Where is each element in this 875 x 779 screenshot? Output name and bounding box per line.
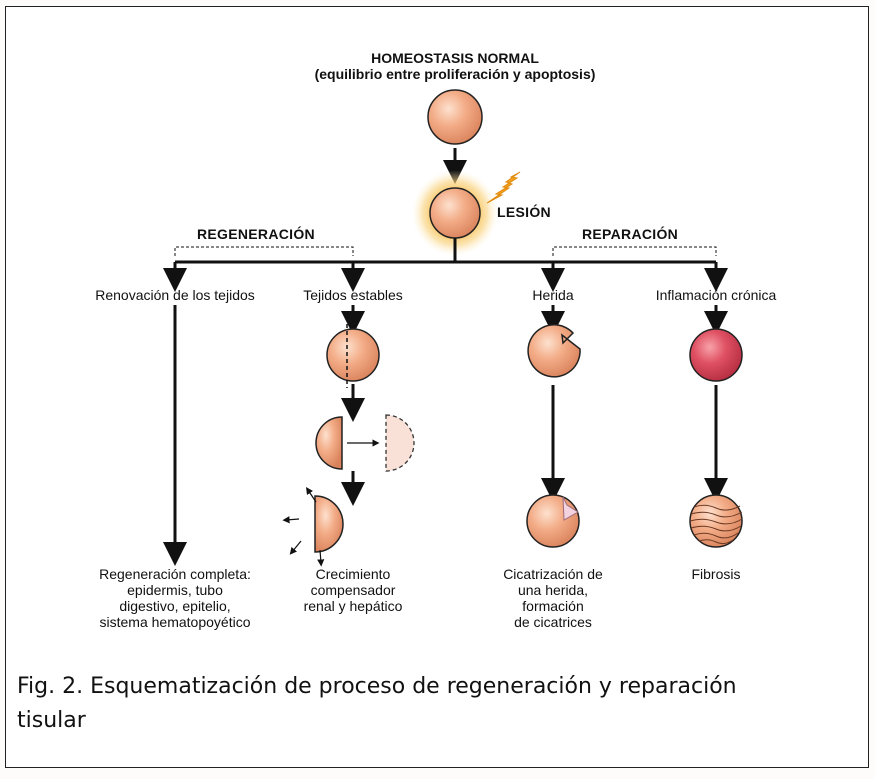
outcome-line: digestivo, epitelio, <box>119 598 231 614</box>
reparacion-label: REPARACIÓN <box>582 226 679 242</box>
homeostasis-title: HOMEOSTASIS NORMAL <box>371 50 539 66</box>
caption-line-1: Fig. 2. Esquematización de proceso de re… <box>17 674 737 699</box>
excised-half <box>385 414 415 472</box>
wounded-cell <box>527 324 581 378</box>
branch-inflamacion: Inflamación crónica <box>655 287 777 303</box>
scar-patch <box>562 496 579 521</box>
lightning-icon <box>486 171 521 204</box>
scarred-cell <box>526 494 580 548</box>
growth-arrow-down <box>289 540 302 555</box>
caption-line-2: tisular <box>17 708 86 733</box>
outcome-line: sistema hematopoyético <box>99 614 251 630</box>
lesion-label: LESIÓN <box>497 204 551 220</box>
reparacion-bracket <box>552 246 717 256</box>
stable-cell <box>326 328 380 382</box>
outcome-line: Cicatrización de <box>503 566 603 582</box>
regeneracion-label: REGENERACIÓN <box>197 226 315 242</box>
outcome-line: Regeneración completa: <box>99 566 251 582</box>
figure-caption: Fig. 2. Esquematización de proceso de re… <box>17 670 857 738</box>
outcome-line: formación <box>522 598 584 614</box>
remaining-half-cell <box>315 416 343 470</box>
regeneracion-bracket <box>174 246 354 256</box>
growth-arrow-up <box>306 487 317 503</box>
outcome-line: compensador <box>310 582 396 598</box>
outcome-fibrosis: Fibrosis <box>666 566 766 582</box>
branch-estables: Tejidos estables <box>303 287 403 303</box>
growth-arrow-bottom <box>317 549 325 567</box>
fibrosis-strands <box>689 504 743 545</box>
outcome-line: renal y hepático <box>303 598 403 614</box>
outcome-line: Fibrosis <box>691 566 741 582</box>
inflamed-cell <box>689 328 743 382</box>
outcome-line: una herida, <box>517 582 589 598</box>
outcome-crecimiento: Crecimiento compensador renal y hepático <box>283 566 423 614</box>
outcome-cicatrizacion: Cicatrización de una herida, formación d… <box>488 566 618 630</box>
outcome-line: epidermis, tubo <box>127 582 223 598</box>
branch-herida: Herida <box>532 287 574 303</box>
outcome-regeneracion-completa: Regeneración completa: epidermis, tubo d… <box>75 566 275 630</box>
outcome-line: de cicatrices <box>514 614 592 630</box>
normal-cell <box>427 89 483 145</box>
branch-renovacion: Renovación de los tejidos <box>95 287 255 303</box>
fibrotic-cell <box>689 494 743 548</box>
outcome-line: Crecimiento <box>315 566 391 582</box>
lesion-cell <box>429 187 481 239</box>
regrowing-cell <box>314 495 344 553</box>
homeostasis-subtitle: (equilibrio entre proliferación y apopto… <box>314 66 596 82</box>
growth-arrow-left <box>282 516 300 524</box>
